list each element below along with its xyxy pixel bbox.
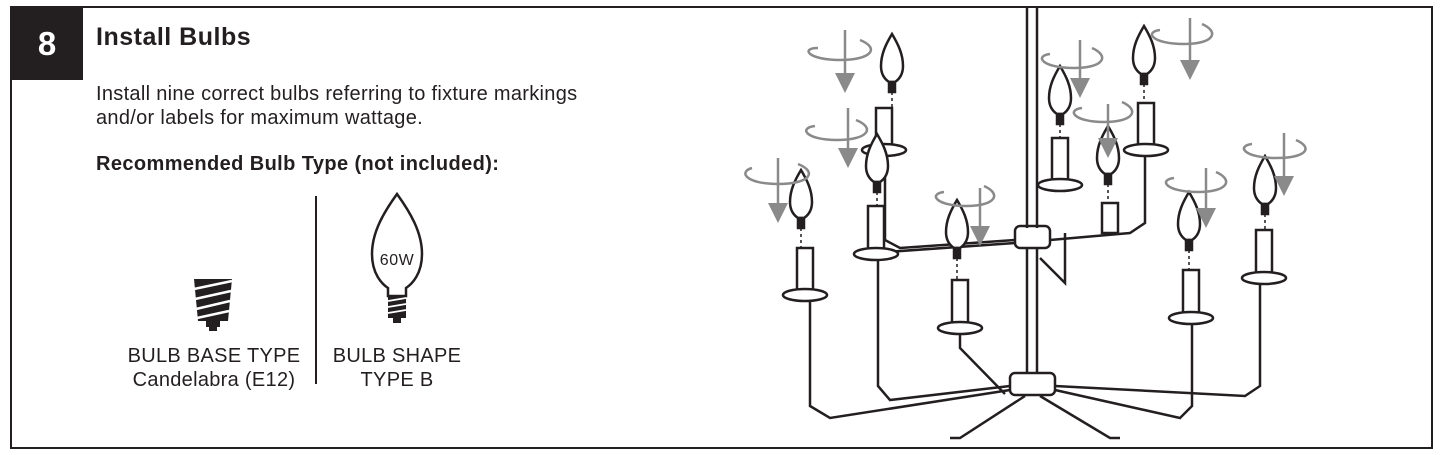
rotate-arrow-icons bbox=[744, 18, 1307, 246]
step-title: Install Bulbs bbox=[96, 23, 252, 51]
bulb-shape-value: TYPE B bbox=[360, 369, 434, 391]
instruction-text: Install nine correct bulbs referring to … bbox=[96, 82, 676, 130]
bulb-shape-icon bbox=[370, 191, 424, 323]
bulb-wattage-label: 60W bbox=[379, 252, 415, 269]
candle-sleeves bbox=[781, 101, 1288, 336]
step-number-badge: 8 bbox=[11, 7, 83, 80]
step-panel-frame bbox=[10, 6, 1433, 449]
bulb-type-divider bbox=[315, 196, 317, 384]
step-number: 8 bbox=[37, 24, 57, 62]
instruction-line-1: Install nine correct bulbs referring to … bbox=[96, 83, 578, 105]
bulb-base-icon bbox=[193, 279, 233, 331]
bulb-shape-label: BULB SHAPE TYPE B bbox=[322, 344, 472, 392]
bulb-base-type-value: Candelabra (E12) bbox=[132, 369, 296, 391]
bulb-base-type-caption: BULB BASE TYPE bbox=[127, 345, 301, 367]
bulb-icons bbox=[788, 23, 1278, 260]
chandelier-illustration bbox=[744, 8, 1307, 440]
bulb-shape-caption: BULB SHAPE bbox=[332, 345, 462, 367]
instruction-line-2: and/or labels for maximum wattage. bbox=[96, 107, 424, 129]
recommended-bulb-heading: Recommended Bulb Type (not included): bbox=[96, 153, 500, 175]
bulb-base-label: BULB BASE TYPE Candelabra (E12) bbox=[112, 344, 316, 392]
